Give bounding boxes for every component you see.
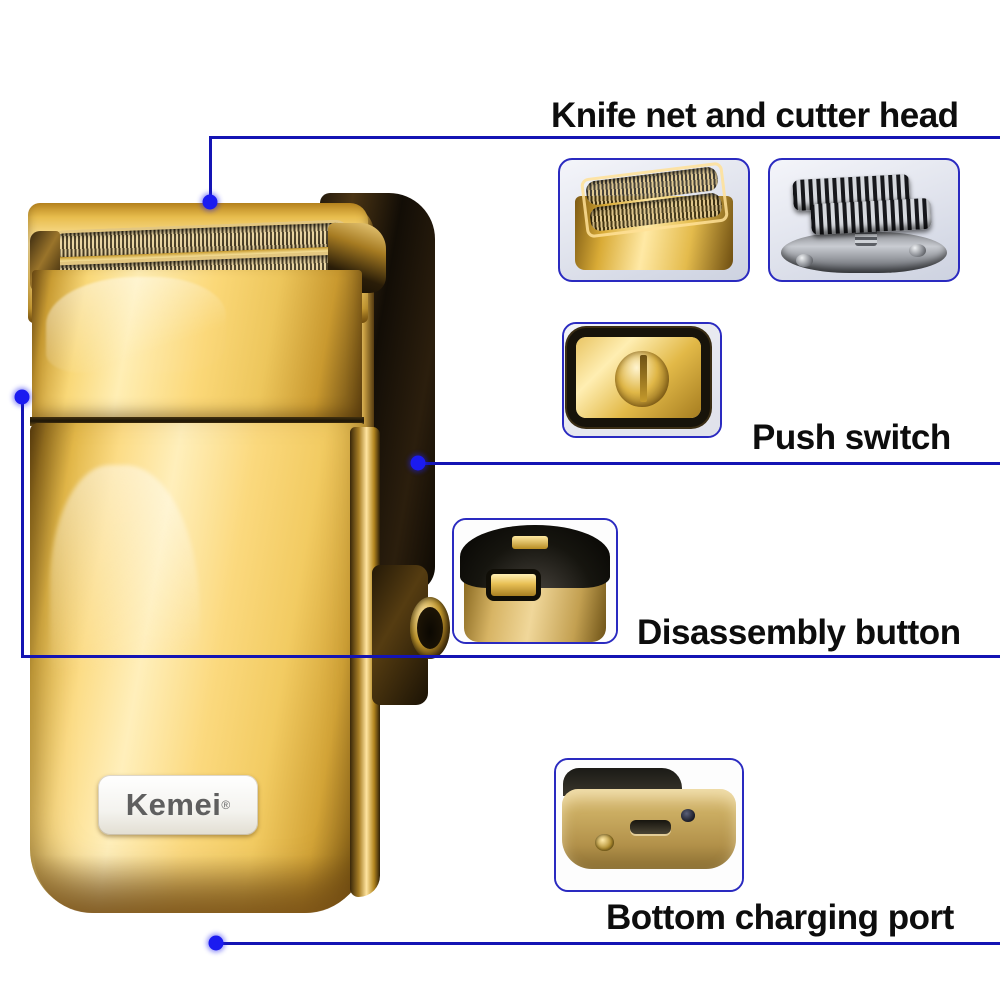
thumbnail-foil-head[interactable] <box>558 158 750 282</box>
cutter-blades-illustration <box>770 160 958 280</box>
cutter-screw-right <box>909 244 927 258</box>
callout-line-disassembly-vertical <box>21 397 24 656</box>
registered-trademark-icon: ® <box>221 798 231 812</box>
callout-dot-disassembly-button <box>14 389 30 405</box>
callout-dot-charging-port <box>208 935 224 951</box>
brand-badge: Kemei® <box>98 775 258 835</box>
shaver-body-lower-highlight <box>50 465 200 765</box>
thumbnail-disassembly-button[interactable] <box>452 518 618 644</box>
shaver-body-upper-highlight <box>46 277 226 373</box>
callout-line-charging-port <box>216 942 1000 945</box>
thumbnail-charging-port[interactable] <box>554 758 744 892</box>
charging-led-icon <box>680 809 696 823</box>
push-switch-illustration <box>564 324 720 436</box>
thumbnail-push-switch[interactable] <box>562 322 722 438</box>
power-button-icon[interactable] <box>410 597 450 659</box>
callout-dot-push-switch <box>410 455 426 471</box>
callout-line-knife-vertical <box>209 137 212 205</box>
callout-label-disassembly-button: Disassembly button <box>637 613 961 652</box>
callout-label-knife-net-and-cutter-head: Knife net and cutter head <box>551 96 959 135</box>
callout-label-push-switch: Push switch <box>752 418 951 457</box>
brand-badge-label: Kemei <box>125 787 222 822</box>
base-screw-icon <box>595 834 614 851</box>
disassembly-gold-tab <box>512 535 548 550</box>
shaver-body-seam <box>30 417 364 426</box>
charging-port-illustration <box>556 760 742 890</box>
callout-line-disassembly-horizontal <box>21 655 1000 658</box>
cutter-blade-front <box>810 197 933 236</box>
usb-port-icon <box>630 819 672 835</box>
product-image-shaver: Kemei® <box>20 165 450 950</box>
shaver-body-bottom-shading <box>34 855 364 913</box>
disassembly-release-button <box>486 568 542 601</box>
disassembly-button-illustration <box>454 520 616 642</box>
callout-label-bottom-charging-port: Bottom charging port <box>606 898 954 937</box>
callout-line-knife-horizontal <box>209 136 1000 139</box>
foil-head-illustration <box>560 160 748 280</box>
thumbnail-cutter-blades[interactable] <box>768 158 960 282</box>
callout-dot-knife-net <box>202 194 218 210</box>
push-switch-power-symbol-icon <box>640 355 647 403</box>
callout-line-push-switch <box>418 462 1000 465</box>
cutter-screw-left <box>796 253 814 267</box>
